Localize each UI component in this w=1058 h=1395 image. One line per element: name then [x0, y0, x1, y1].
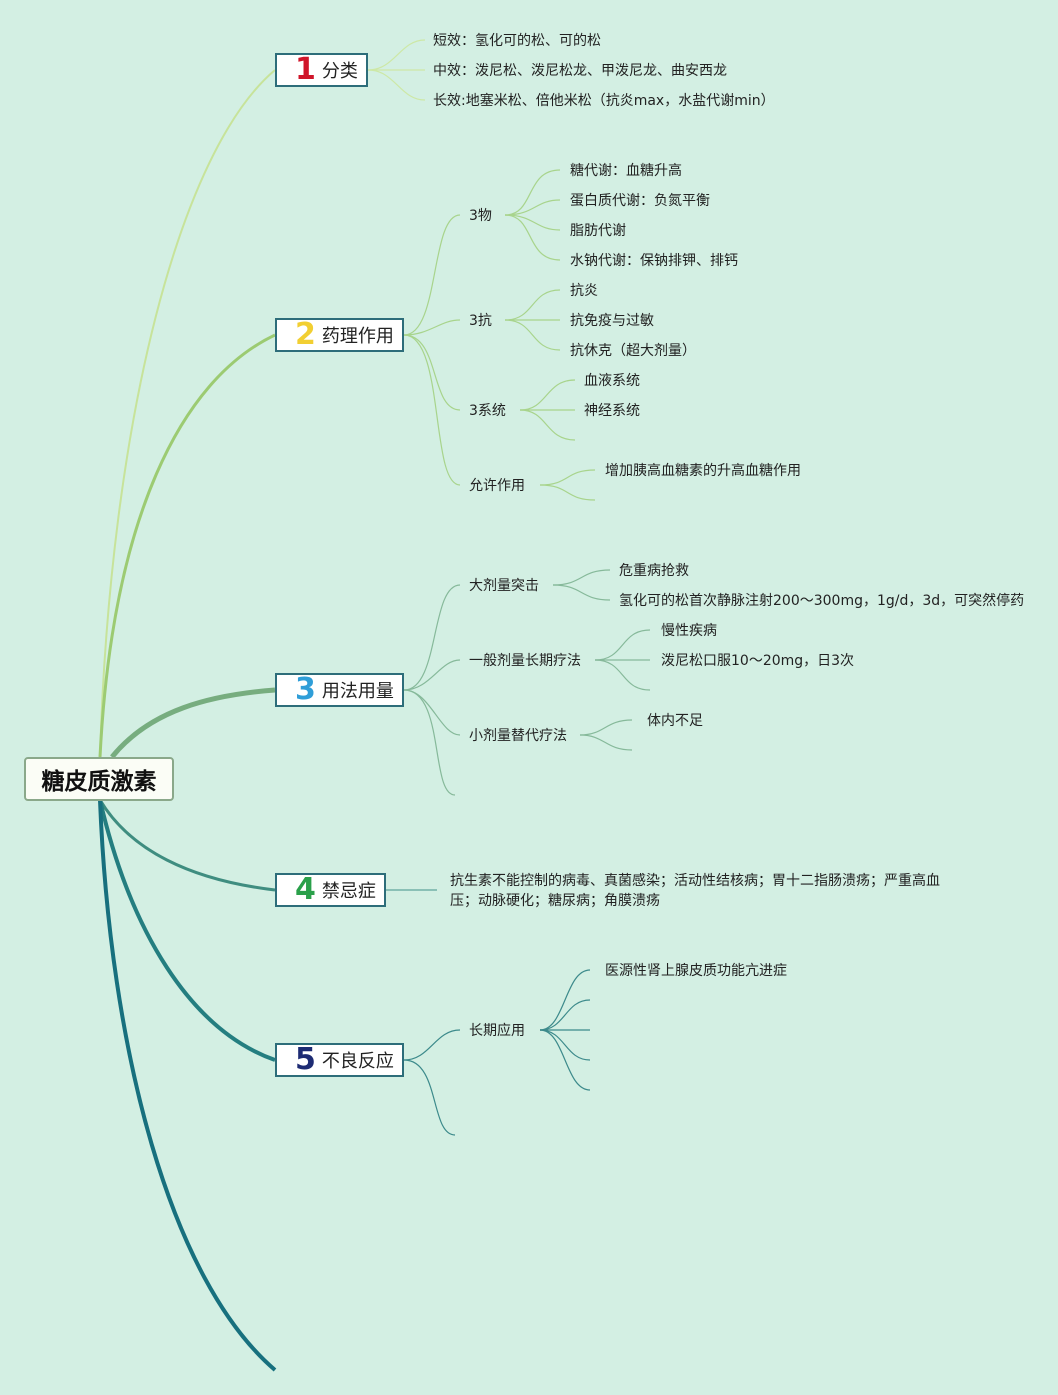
- number-3-icon: 3: [295, 672, 316, 707]
- pharm-anti-item[interactable]: 抗休克（超大剂量）: [570, 343, 696, 359]
- number-4-icon: 4: [295, 872, 316, 907]
- pharm-systems-item[interactable]: 血液系统: [584, 373, 640, 389]
- branch-4-contraindications[interactable]: 4 禁忌症: [275, 873, 386, 907]
- branch-1-classification[interactable]: 1 分类: [275, 53, 368, 87]
- pharm-3-metabolism[interactable]: 3物: [469, 208, 492, 224]
- usage-replacement[interactable]: 小剂量替代疗法: [469, 728, 567, 744]
- pharm-permissive-item[interactable]: 增加胰高血糖素的升高血糖作用: [605, 463, 801, 479]
- pharm-3-anti[interactable]: 3抗: [469, 313, 492, 329]
- usage-high-dose-item[interactable]: 氢化可的松首次静脉注射200～300mg，1g/d，3d，可突然停药: [619, 593, 1025, 609]
- pharm-anti-item[interactable]: 抗免疫与过敏: [570, 313, 654, 329]
- branch-1-item-medium[interactable]: 中效：泼尼松、泼尼松龙、甲泼尼龙、曲安西龙: [433, 63, 727, 79]
- pharm-metabolism-item[interactable]: 糖代谢：血糖升高: [570, 163, 682, 179]
- usage-replacement-item[interactable]: 体内不足: [647, 713, 703, 729]
- connector-root-branch2: [98, 333, 276, 758]
- adverse-long-term-use[interactable]: 长期应用: [469, 1023, 525, 1039]
- connector-root-branch4: [98, 799, 276, 892]
- usage-high-dose[interactable]: 大剂量突击: [469, 578, 539, 594]
- connector-root-branch1: [99, 69, 276, 758]
- branch-2-pharmacology[interactable]: 2 药理作用: [275, 318, 404, 352]
- usage-long-term[interactable]: 一般剂量长期疗法: [469, 653, 581, 669]
- usage-high-dose-item[interactable]: 危重病抢救: [619, 563, 689, 579]
- branch-1-item-short[interactable]: 短效：氢化可的松、可的松: [433, 33, 601, 49]
- pharm-metabolism-item[interactable]: 水钠代谢：保钠排钾、排钙: [570, 253, 738, 269]
- branch-3-usage-dosage[interactable]: 3 用法用量: [275, 673, 404, 707]
- branch-3-title: 用法用量: [321, 681, 394, 702]
- branch-5-adverse-reactions[interactable]: 5 不良反应: [275, 1043, 404, 1077]
- number-2-icon: 2: [295, 317, 316, 352]
- pharm-systems-item[interactable]: 神经系统: [584, 403, 640, 419]
- pharm-metabolism-item[interactable]: 脂肪代谢: [570, 223, 626, 239]
- connector-root-tail: [98, 799, 277, 1372]
- adverse-long-term-item[interactable]: 医源性肾上腺皮质功能亢进症: [605, 963, 787, 979]
- branch-4-title: 禁忌症: [321, 881, 376, 902]
- usage-long-term-item[interactable]: 慢性疾病: [661, 623, 717, 639]
- contraindication-list[interactable]: 抗生素不能控制的病毒、真菌感染；活动性结核病；胃十二指肠溃疡；严重高血压；动脉硬…: [450, 873, 940, 909]
- pharm-3-systems[interactable]: 3系统: [469, 403, 506, 419]
- pharm-metabolism-item[interactable]: 蛋白质代谢：负氮平衡: [570, 193, 710, 209]
- pharm-permissive[interactable]: 允许作用: [469, 478, 525, 494]
- branch-1-title: 分类: [321, 61, 358, 82]
- number-1-icon: 1: [295, 52, 316, 87]
- branch-5-title: 不良反应: [321, 1051, 394, 1072]
- connector-root-branch3: [110, 687, 276, 759]
- usage-long-term-item[interactable]: 泼尼松口服10～20mg，日3次: [661, 653, 855, 669]
- branch-2-title: 药理作用: [321, 326, 394, 347]
- branch-1-item-long[interactable]: 长效:地塞米松、倍他米松（抗炎max，水盐代谢min）: [433, 93, 775, 109]
- connector-root-branch5: [98, 799, 276, 1062]
- pharm-anti-item[interactable]: 抗炎: [570, 283, 598, 299]
- number-5-icon: 5: [295, 1042, 316, 1077]
- root-topic[interactable]: 糖皮质激素: [24, 757, 174, 801]
